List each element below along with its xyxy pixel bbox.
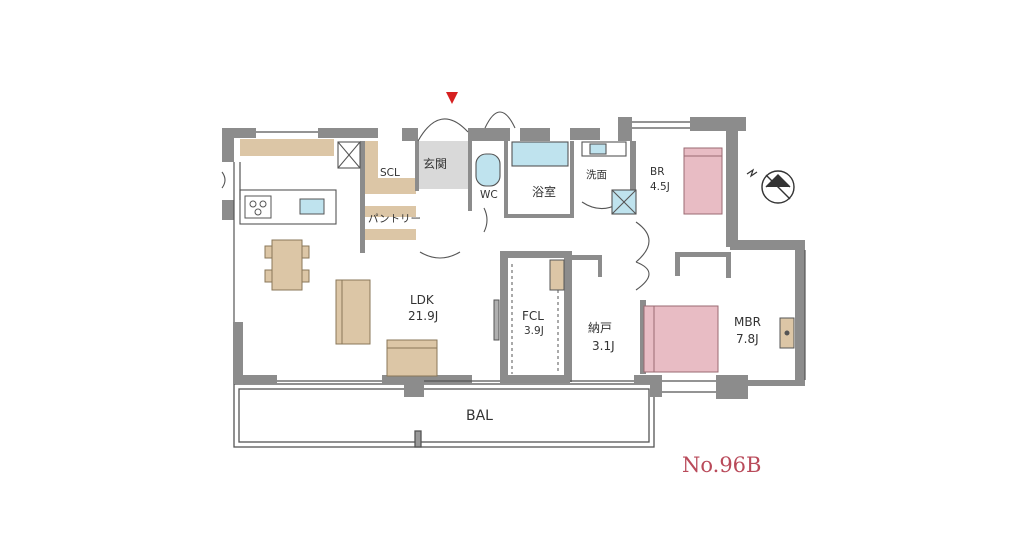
label-washroom: 洗面 <box>586 169 607 181</box>
label-wc: WC <box>480 189 498 201</box>
label-mbr-size: 7.8J <box>736 332 759 346</box>
label-ldk-size: 21.9J <box>408 309 438 323</box>
door-swings <box>221 111 650 291</box>
label-br: BR <box>650 166 665 178</box>
entrance-arrow-icon <box>446 92 458 104</box>
plan-number: No.96B <box>682 453 761 477</box>
label-storage: 納戸 <box>588 321 612 335</box>
label-bath: 浴室 <box>532 184 556 199</box>
north-compass-icon <box>746 168 795 204</box>
label-ldk: LDK <box>410 293 435 307</box>
br-bed <box>683 147 723 215</box>
mbr-bed <box>643 305 719 373</box>
dining-set <box>264 239 310 291</box>
label-pantry: パントリー <box>368 213 421 225</box>
label-storage-size: 3.1J <box>592 339 615 353</box>
fridge <box>337 141 361 169</box>
scl-shelf-side <box>364 141 378 178</box>
kitchen <box>239 141 361 225</box>
bath-fixtures <box>475 141 637 215</box>
label-balcony: BAL <box>466 408 493 424</box>
exterior-lines <box>233 121 806 393</box>
label-fcl-size: 3.9J <box>524 325 544 337</box>
sofa <box>335 279 438 377</box>
entrance-floor <box>418 141 468 189</box>
balcony <box>233 383 655 448</box>
label-fcl: FCL <box>522 309 544 323</box>
counter-top <box>240 139 334 156</box>
beds <box>643 147 723 373</box>
label-mbr: MBR <box>734 315 761 329</box>
scl-shelf <box>364 178 416 194</box>
pantry-shelf-top <box>364 206 416 217</box>
label-scl: SCL <box>380 167 400 179</box>
label-entrance: 玄関 <box>423 156 447 171</box>
walls <box>222 117 805 399</box>
pantry-shelf-bottom <box>364 229 416 240</box>
closets <box>493 259 795 374</box>
kitchen-sink <box>299 198 325 215</box>
label-br-size: 4.5J <box>650 181 670 193</box>
